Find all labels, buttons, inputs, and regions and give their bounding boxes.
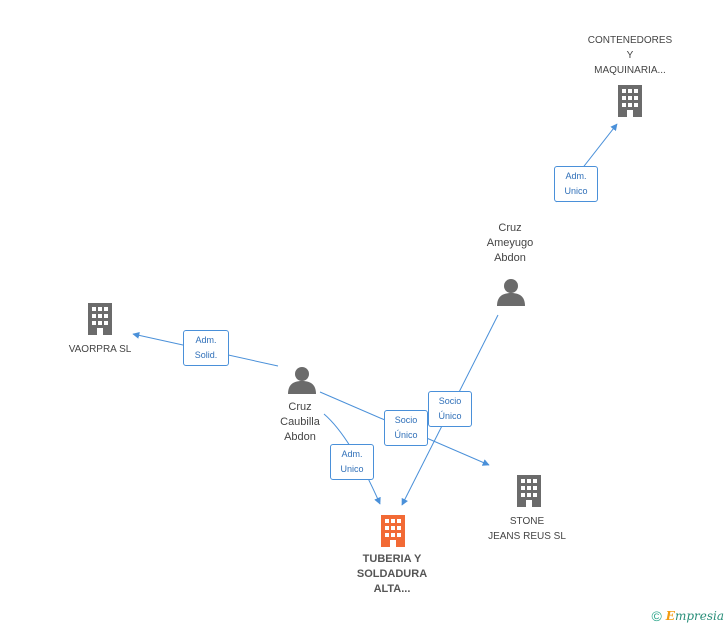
node-label-line: CONTENEDORES <box>587 35 673 46</box>
node-label-line: Abdon <box>284 431 316 443</box>
node-label-line: Caubilla <box>280 416 320 428</box>
relation-badge-line: Solid. <box>194 350 218 360</box>
node-label-line: Cruz <box>288 401 312 413</box>
node-label-cruz-caubilla[interactable]: Cruz Caubilla Abdon <box>260 400 340 445</box>
node-label-line: Cruz <box>498 222 522 234</box>
relation-badge[interactable]: Socio Único <box>428 391 472 427</box>
relation-badge-line: Adm. <box>341 449 363 459</box>
building-icon[interactable] <box>88 303 112 335</box>
building-icon[interactable] <box>618 85 642 117</box>
node-label-vaorpra[interactable]: VAORPRA SL <box>50 342 150 357</box>
relation-badge-line: Adm. <box>565 171 587 181</box>
relation-badge[interactable]: Adm. Unico <box>330 444 374 480</box>
copyright-icon: © <box>651 608 662 624</box>
relation-badge[interactable]: Socio Único <box>384 410 428 446</box>
node-label-line: Y <box>626 50 634 61</box>
relation-badge-line: Adm. <box>195 335 217 345</box>
relation-badge-line: Único <box>438 411 462 421</box>
person-icon[interactable] <box>497 279 525 306</box>
node-label-cruz-ameyugo[interactable]: Cruz Ameyugo Abdon <box>470 221 550 266</box>
relation-badge-line: Socio <box>438 396 462 406</box>
building-icon[interactable] <box>381 515 405 547</box>
brand-logo-rest: mpresia <box>674 609 724 623</box>
brand-logo-initial: E <box>665 609 675 623</box>
person-icon[interactable] <box>288 367 316 394</box>
brand-logo: Empresia <box>666 609 724 623</box>
building-icon[interactable] <box>517 475 541 507</box>
relation-badge-line: Socio <box>394 415 418 425</box>
node-label-contenedores[interactable]: CONTENEDORES Y MAQUINARIA... <box>580 33 680 78</box>
node-label-line: MAQUINARIA... <box>594 65 666 76</box>
node-label-line: ALTA... <box>373 583 411 595</box>
relation-badge[interactable]: Adm. Solid. <box>183 330 229 366</box>
node-label-line: SOLDADURA <box>356 568 428 580</box>
relation-badge-line: Único <box>394 430 418 440</box>
node-label-line: STONE <box>509 516 545 527</box>
relation-badge-line: Unico <box>564 186 588 196</box>
node-label-line: JEANS REUS SL <box>488 531 566 542</box>
node-label-stone[interactable]: STONE JEANS REUS SL <box>477 514 577 544</box>
node-label-line: Abdon <box>494 252 526 264</box>
relation-badge-line: Unico <box>340 464 364 474</box>
node-label-line: VAORPRA SL <box>68 344 132 355</box>
relation-badge[interactable]: Adm. Unico <box>554 166 598 202</box>
footer-brand: © Empresia <box>651 608 724 624</box>
node-label-line: TUBERIA Y <box>362 553 422 565</box>
node-label-line: Ameyugo <box>486 237 534 249</box>
node-label-tuberia[interactable]: TUBERIA Y SOLDADURA ALTA... <box>342 552 442 597</box>
